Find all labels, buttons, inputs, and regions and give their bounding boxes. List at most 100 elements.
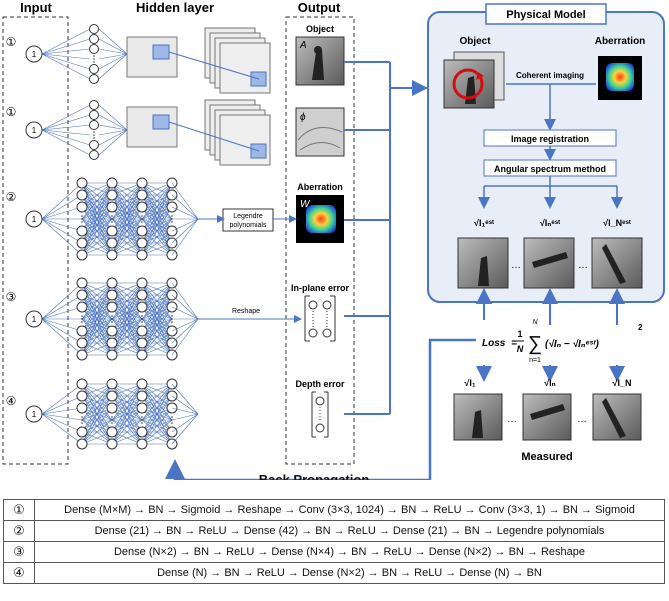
loss-power: 2 <box>638 323 643 332</box>
conv-block-phase <box>126 99 271 166</box>
row-marker: ① <box>6 35 17 49</box>
hidden-node <box>89 140 99 150</box>
ellipsis-dot <box>93 134 95 136</box>
ellipsis-dot <box>171 321 173 323</box>
row-marker: ② <box>6 190 17 204</box>
hidden-node <box>89 120 99 130</box>
ellipsis-dot <box>81 218 83 220</box>
ellipsis-dot <box>111 315 113 317</box>
hidden-node <box>136 325 148 337</box>
ellipsis-dot <box>111 419 113 421</box>
image-registration-label: Image registration <box>511 134 589 144</box>
output-object-label: Object <box>306 24 334 34</box>
output-column-box <box>285 16 355 465</box>
physical-model-title: Physical Model <box>506 9 585 21</box>
ellipsis-dot <box>93 55 95 57</box>
hidden-node <box>106 189 118 201</box>
ellipsis-dot <box>141 215 143 217</box>
architecture-row-number: ④ <box>3 562 35 584</box>
input-column-box <box>2 16 69 465</box>
loss-sum-bottom: n=1 <box>529 357 541 364</box>
hidden-node <box>89 24 99 34</box>
hidden-node <box>76 402 88 414</box>
loss-label: Loss = <box>482 338 517 349</box>
hidden-node <box>89 100 99 110</box>
estimated-images <box>457 237 643 289</box>
hidden-node <box>76 301 88 313</box>
row-marker: ④ <box>6 394 17 408</box>
est-label-N: √I_Nᵉˢᵗ <box>603 218 631 228</box>
hidden-node <box>136 201 148 213</box>
pm-aberration-label: Aberration <box>595 36 646 47</box>
architecture-row-text: Dense (M×M) → BN → Sigmoid → Reshape → C… <box>34 499 665 521</box>
hidden-node <box>76 289 88 301</box>
hidden-node <box>106 301 118 313</box>
input-node <box>25 121 43 139</box>
header-hidden: Hidden layer <box>136 0 214 15</box>
phase-symbol: ϕ <box>300 112 306 123</box>
pm-object-label: Object <box>459 36 491 47</box>
hidden-node <box>106 438 118 450</box>
measured-title: Measured <box>521 451 572 463</box>
ellipsis-dot <box>81 318 83 320</box>
measured-label-n: √Iₙ <box>544 378 556 388</box>
object-amplitude-image <box>295 36 345 86</box>
hidden-node <box>76 225 88 237</box>
hidden-node <box>76 390 88 402</box>
est-ellipsis: … <box>578 260 588 271</box>
ellipsis-dot <box>81 315 83 317</box>
pm-aberration-image <box>598 56 642 100</box>
ellipsis-dot <box>93 61 95 63</box>
input-node <box>25 310 43 328</box>
input-node-label: 1 <box>32 215 37 224</box>
conv-block-object <box>126 27 271 94</box>
est-label-n: √Iₙᵉˢᵗ <box>540 218 560 228</box>
hidden-node <box>106 402 118 414</box>
measured-ellipsis: … <box>577 414 587 425</box>
ellipsis-dot <box>141 221 143 223</box>
ellipsis-dot <box>111 218 113 220</box>
hidden-node <box>106 325 118 337</box>
hidden-node <box>106 390 118 402</box>
hidden-node <box>136 390 148 402</box>
hidden-node <box>76 249 88 261</box>
architecture-row-text: Dense (N) → BN → ReLU → Dense (N×2) → BN… <box>34 562 665 584</box>
ellipsis-dot <box>141 318 143 320</box>
ellipsis-dot <box>81 422 83 424</box>
input-node-label: 1 <box>32 315 37 324</box>
hidden-node <box>136 237 148 249</box>
hidden-node <box>76 325 88 337</box>
ellipsis-dot <box>141 315 143 317</box>
ellipsis-dot <box>171 221 173 223</box>
input-node <box>25 405 43 423</box>
input-node-label: 1 <box>32 50 37 59</box>
hidden-node <box>89 150 99 160</box>
ellipsis-dot <box>171 416 173 418</box>
hidden-node <box>76 277 88 289</box>
hidden-node <box>136 426 148 438</box>
ellipsis-dot <box>93 58 95 60</box>
back-propagation-label: Back Propagation <box>259 472 370 480</box>
ellipsis-dot <box>171 315 173 317</box>
inplane-error-vector <box>304 295 336 342</box>
hidden-node <box>76 378 88 390</box>
image-registration-box <box>483 129 617 147</box>
back-propagation-arrow <box>165 338 476 480</box>
angular-spectrum-box <box>483 159 617 177</box>
ellipsis-dot <box>111 422 113 424</box>
ellipsis-dot <box>141 422 143 424</box>
hidden-node <box>136 277 148 289</box>
ellipsis-dot <box>171 215 173 217</box>
depth-error-label: Depth error <box>295 379 345 389</box>
hidden-node <box>106 349 118 361</box>
est-ellipsis: … <box>511 260 521 271</box>
hidden-node <box>136 177 148 189</box>
hidden-node <box>106 289 118 301</box>
ellipsis-dot <box>111 215 113 217</box>
architecture-row-text: Dense (N×2) → BN → ReLU → Dense (N×4) → … <box>34 541 665 563</box>
hidden-node <box>106 426 118 438</box>
hidden-node <box>136 225 148 237</box>
loss-frac-den: N <box>517 344 524 354</box>
